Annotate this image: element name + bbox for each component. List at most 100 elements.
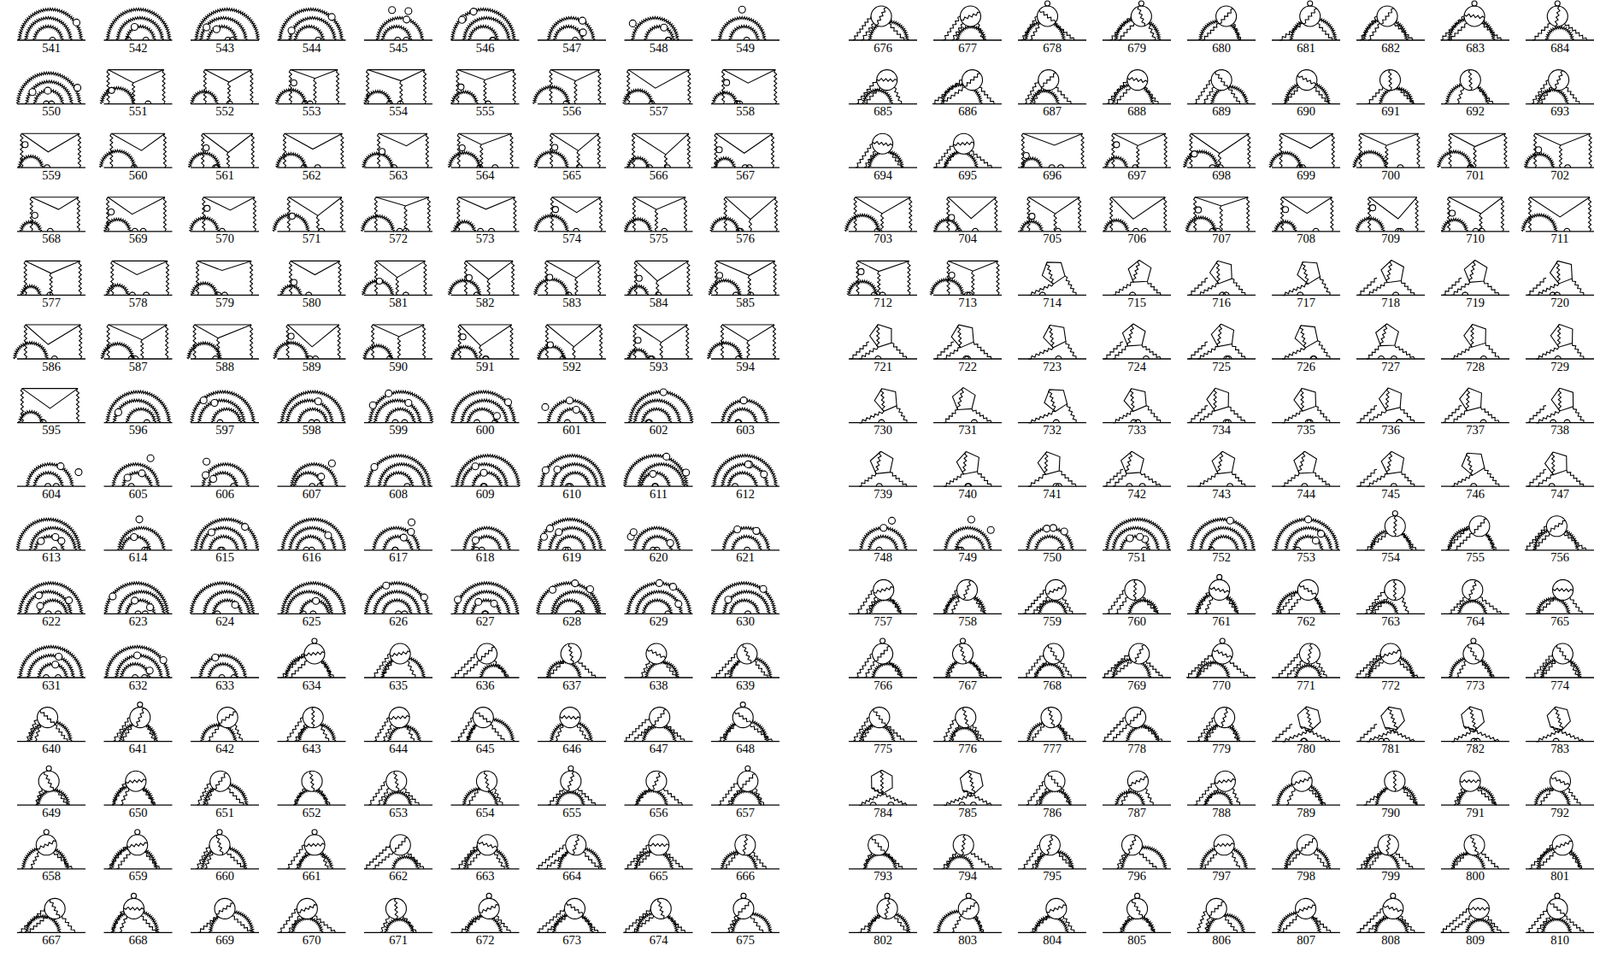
wavy-line (888, 23, 905, 41)
base-line (1187, 486, 1256, 488)
feynman-diagram (710, 197, 780, 232)
wavy-line (1112, 473, 1127, 487)
wavy-chord (572, 835, 579, 855)
loop-circle (744, 460, 752, 468)
wavy-arc (122, 471, 153, 487)
loop-circle (311, 829, 318, 836)
wavy-arc (730, 789, 762, 806)
loop-circle (370, 464, 378, 471)
feynman-diagram (273, 324, 346, 359)
wavy-chord (648, 843, 670, 847)
straight-line (25, 260, 81, 262)
base-line (17, 358, 86, 359)
wavy-arc (451, 390, 516, 423)
feynman-diagram (1271, 643, 1341, 678)
wavy-chord (36, 841, 56, 850)
wavy-arc (24, 17, 72, 41)
wavy-line (545, 324, 548, 359)
wavy-chord (742, 835, 748, 856)
wavy-line (977, 471, 992, 488)
wavy-arc (551, 463, 599, 487)
wavy-arc (623, 454, 689, 487)
wavy-arc (33, 25, 64, 41)
loop-circle (73, 18, 81, 26)
feynman-diagram (190, 8, 259, 41)
wavy-arc (708, 279, 741, 296)
loop-circle (962, 70, 983, 91)
wavy-arc (718, 17, 766, 41)
feynman-diagram (451, 526, 520, 550)
feynman-diagram (16, 517, 86, 550)
base-line (711, 805, 780, 806)
wavy-chord (957, 388, 964, 411)
straight-line (1282, 197, 1332, 214)
loop-circle (1380, 643, 1401, 665)
wavy-line (1312, 472, 1330, 487)
feynman-diagram (277, 707, 347, 742)
base-line (537, 167, 606, 169)
wavy-arc (116, 17, 164, 41)
loop-circle (724, 596, 732, 604)
loop-circle (114, 409, 122, 417)
wavy-arc (847, 280, 877, 296)
wavy-line (1081, 133, 1084, 168)
wavy-line (1219, 205, 1223, 232)
wavy-line (1457, 87, 1464, 105)
loop-circle (876, 70, 898, 91)
straight-line (947, 196, 996, 198)
base-line (1017, 549, 1087, 551)
wavy-line (76, 388, 79, 424)
feynman-diagram (17, 898, 86, 933)
loop-circle (131, 893, 137, 899)
wavy-line (1279, 133, 1283, 168)
wavy-line (202, 197, 206, 232)
feynman-diagram (451, 893, 520, 933)
wavy-arc (1294, 664, 1322, 678)
base-line (1187, 422, 1256, 424)
loop-circle (312, 597, 320, 605)
wavy-arc (206, 25, 237, 41)
wavy-line (853, 197, 857, 232)
loop-circle (458, 16, 465, 24)
wavy-chord (880, 388, 885, 412)
wavy-arc (369, 390, 434, 423)
wavy-line (141, 340, 144, 359)
loop-circle (1311, 537, 1319, 545)
base-line (1271, 167, 1341, 169)
base-line (1356, 167, 1425, 169)
wavy-line (1028, 347, 1053, 359)
wavy-line (1021, 16, 1037, 41)
base-line (451, 230, 520, 232)
base-line (17, 230, 86, 232)
base-line (104, 39, 173, 41)
wavy-arc (1441, 218, 1468, 232)
base-line (17, 741, 86, 742)
wavy-arc (871, 662, 903, 678)
wavy-line (1064, 276, 1077, 295)
wavy-line (1573, 406, 1584, 424)
wavy-arc (25, 80, 73, 104)
wavy-line (1570, 597, 1583, 615)
wavy-chord (1381, 8, 1395, 25)
wavy-line (1231, 278, 1246, 295)
base-line (848, 39, 918, 41)
wavy-chord (475, 711, 492, 724)
straight-line (111, 260, 168, 262)
wavy-line (774, 70, 777, 105)
base-line (1525, 613, 1595, 615)
loop-circle (135, 829, 141, 836)
feynman-diagram (847, 260, 918, 295)
wavy-line (338, 260, 342, 295)
loop-circle (987, 526, 995, 534)
base-line (1356, 486, 1425, 488)
wavy-line (722, 70, 725, 105)
base-line (537, 613, 606, 615)
loop-circle (328, 459, 336, 467)
base-line (1102, 613, 1171, 615)
wavy-arc (954, 535, 985, 550)
wavy-chord (1217, 451, 1224, 474)
base-line (1102, 167, 1171, 169)
feynman-diagram (534, 133, 606, 168)
loop-circle (217, 829, 223, 836)
wavy-line (943, 409, 959, 423)
